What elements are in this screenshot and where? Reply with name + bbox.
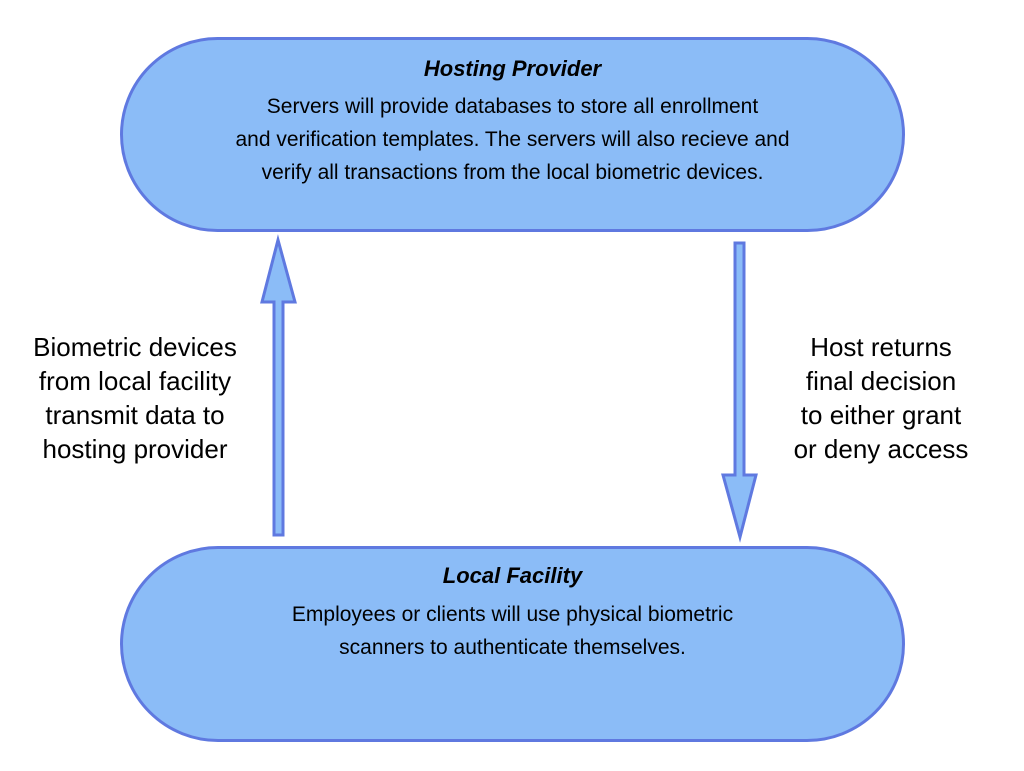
downward-edge-label: Host returns final decision to either gr… [793, 332, 969, 464]
hosting-provider-node: Hosting Provider Servers will provide da… [120, 37, 905, 232]
local-facility-node: Local Facility Employees or clients will… [120, 546, 905, 742]
local-facility-description: Employees or clients will use physical b… [291, 603, 734, 659]
hosting-provider-description: Servers will provide databases to store … [235, 95, 790, 184]
upward-edge-label: Biometric devices from local facility tr… [33, 332, 237, 464]
hosting-provider-title: Hosting Provider [423, 56, 602, 81]
downward-arrow [721, 241, 758, 543]
downward-arrow-shape [721, 241, 758, 543]
local-facility-title: Local Facility [442, 563, 583, 588]
